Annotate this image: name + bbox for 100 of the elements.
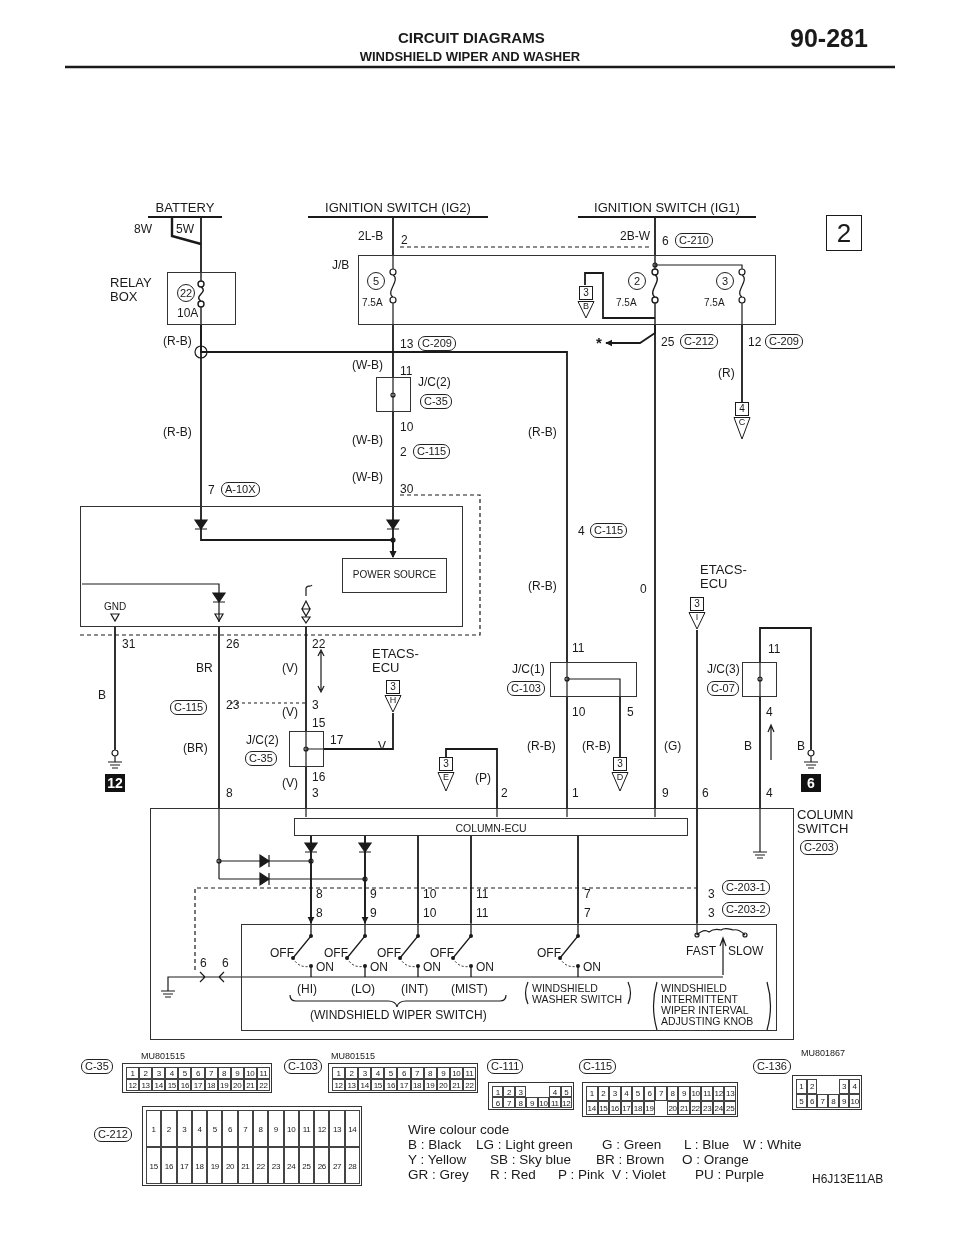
component-label: J/C(2) [418, 375, 451, 389]
wire-color-code: (R-B) [163, 334, 192, 348]
pin-number: 8 [316, 906, 323, 920]
connector-id: C-203-2 [722, 902, 770, 917]
pin-cell: 9 [678, 1086, 690, 1101]
reference-number: 3 [693, 597, 701, 611]
pin-cell: 19 [217, 1079, 231, 1091]
part-number: MU801515 [141, 1050, 186, 1062]
function-label: (LO) [351, 982, 375, 996]
color-code-entry: LG : Light green [476, 1137, 573, 1152]
component-label: IGNITION SWITCH (IG1) [593, 201, 741, 215]
connector-id: C-203-1 [722, 880, 770, 895]
pin-cell: 16 [178, 1079, 192, 1091]
reference-letter: H [388, 695, 398, 706]
wire-color-code: 5W [176, 222, 194, 236]
pin-number: 7 [208, 483, 215, 497]
pin-cell: 9 [838, 1093, 850, 1108]
pin-number: 6 [662, 234, 669, 248]
pin-cell: 13 [139, 1079, 153, 1091]
pin-cell: 11 [701, 1086, 713, 1101]
wire-color-code: (P) [475, 771, 491, 785]
wire [200, 217, 202, 273]
component-label: POWER SOURCE [351, 568, 438, 580]
pin-cell: 11 [298, 1110, 315, 1147]
wire-color-code: B [98, 688, 106, 702]
pin-number: 9 [370, 906, 377, 920]
connector-id: C-07 [707, 681, 739, 696]
wire [305, 626, 307, 732]
reference-number: 4 [738, 402, 746, 416]
pin-cell: 18 [204, 1079, 218, 1091]
pin-number: 3 [312, 698, 319, 712]
wire-color-code: (R-B) [163, 425, 192, 439]
wire [305, 766, 307, 809]
pin-cell: 10 [243, 1067, 257, 1079]
pin-number: 13 [400, 337, 414, 351]
pin-number: 8 [226, 786, 233, 800]
diagram-title: WINDSHIELD WIPER AND WASHER [358, 49, 582, 64]
reference-letter: D [615, 772, 625, 783]
component-label: COLUMN SWITCH [797, 808, 855, 836]
color-code-entry: L : Blue [684, 1137, 730, 1152]
pin-cell: 10 [283, 1110, 299, 1147]
wire-arrow [307, 834, 315, 924]
pin-cell: 2 [806, 1079, 818, 1094]
pin-cell: 3 [609, 1086, 621, 1101]
pin-cell: 14 [344, 1110, 360, 1147]
pin-number: 11 [572, 641, 585, 655]
connector-id: C-115 [590, 523, 628, 538]
pin-number: 9 [662, 786, 669, 800]
pin-cell: 8 [666, 1086, 679, 1101]
header-text: 90-281 [790, 24, 868, 52]
terminal-bar [578, 202, 756, 218]
pin-cell: 22 [689, 1100, 702, 1115]
wire [654, 217, 656, 256]
color-code-entry: W : White [743, 1137, 802, 1152]
pin-number: 26 [226, 637, 240, 651]
pin-number: 6 [200, 956, 207, 970]
pin-cell: 9 [436, 1067, 450, 1079]
switch-position: ON [316, 960, 334, 974]
pin-cell: 20 [222, 1147, 238, 1184]
control-unit-box [80, 506, 463, 627]
color-code-entry: Y : Yellow [408, 1152, 467, 1167]
pin-number: 3 [312, 786, 319, 800]
pin-cell: 4 [549, 1086, 561, 1097]
wire-arrow [389, 505, 397, 558]
function-label: (WINDSHIELD WIPER SWITCH) [310, 1008, 487, 1022]
switch-position: FAST [686, 944, 716, 958]
pin-cell: 25 [298, 1147, 315, 1184]
pin-cell: 2 [161, 1110, 177, 1147]
wire-color-code: (G) [664, 739, 682, 753]
pin-number: 11 [476, 906, 489, 920]
wire-color-code: (W-B) [352, 470, 384, 484]
pin-cell: 5 [178, 1067, 192, 1079]
pin-cell: 18 [632, 1100, 644, 1115]
pin-cell: 8 [828, 1093, 839, 1108]
pin-cell: 24 [712, 1100, 725, 1115]
pin-cell: 15 [146, 1147, 162, 1184]
pin-cell: 3 [358, 1067, 372, 1079]
pin-cell: 6 [492, 1097, 504, 1108]
pin-cell: 6 [191, 1067, 205, 1079]
pin-cell: 13 [724, 1086, 736, 1101]
switch-position: OFF [430, 946, 454, 960]
wire-color-code: (V) [282, 705, 298, 719]
pin-cell: 13 [329, 1110, 345, 1147]
pin-cell: 8 [253, 1110, 269, 1147]
pin-cell: 6 [806, 1093, 818, 1108]
pin-cell: 21 [449, 1079, 463, 1091]
pin-cell: 17 [620, 1100, 633, 1115]
pin-cell: 4 [849, 1079, 860, 1094]
pin-cell: 1 [126, 1067, 140, 1079]
wire-arrow [605, 324, 656, 347]
drawing-code: H6J13E11AB [812, 1172, 884, 1186]
pin-number: 7 [584, 906, 591, 920]
pin-cell: 11 [549, 1097, 561, 1108]
wire-color-code: BR [196, 661, 213, 675]
wire [218, 626, 220, 809]
wire-color-code: 0 [640, 582, 647, 596]
pin-cell: 1 [586, 1086, 598, 1101]
pin-cell: 21 [237, 1147, 253, 1184]
pin-cell: 6 [397, 1067, 411, 1079]
pin-cell: 10 [849, 1093, 860, 1108]
